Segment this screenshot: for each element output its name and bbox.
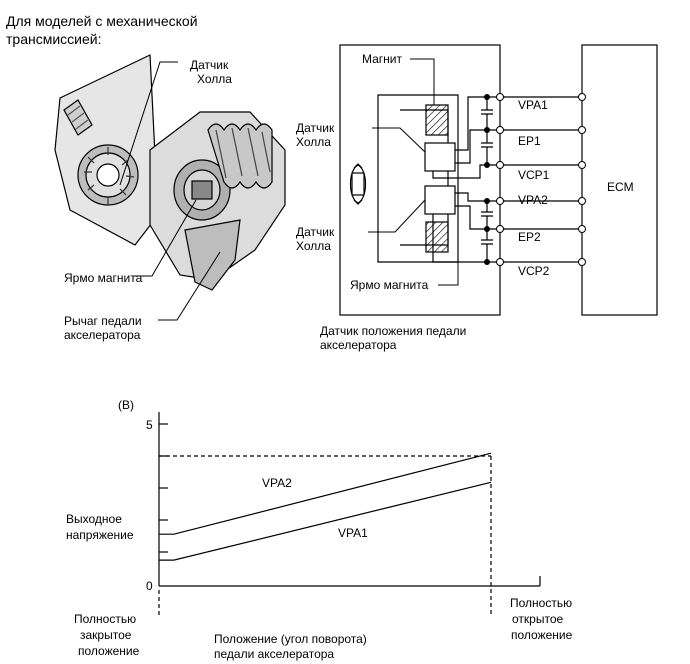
leader-hall-upper [372,127,426,153]
pedal-lever-shape [184,219,241,291]
x-end-label-3: положение [511,628,573,642]
x-start-label-2: закрытое [80,628,132,642]
label-hall-sensor-1: Датчик [190,58,229,72]
series-label-vpa2: VPA2 [262,476,292,490]
y-tick-label-5: 5 [146,418,153,432]
label-hall-upper-1: Датчик [296,121,335,135]
x-end-label-2: открытое [512,612,564,626]
x-axis-label-2: педали акселератора [214,647,335,661]
spring-icon [207,123,273,189]
x-start-label-3: положение [78,644,140,658]
heading-line-2: трансмиссией: [6,31,102,47]
terminal-vpa1: VPA1 [518,98,548,112]
magnet-lower [425,221,449,253]
label-magnet-yoke: Ярмо магнита [64,271,143,285]
y-axis-label-2: напряжение [66,528,134,542]
terminal-vcp2: VCP2 [518,264,550,278]
label-hall-lower-2: Холла [296,239,331,253]
label-magnet: Магнит [362,52,403,66]
ecm-label: ECM [607,180,634,194]
terminal-ep2: EP2 [518,230,541,244]
leader-magnet-yoke [133,199,197,277]
label-hall-lower-1: Датчик [296,225,335,239]
series-line-vpa1 [159,481,492,561]
label-hall-upper-2: Холла [296,135,331,149]
hall-element-1 [424,142,456,172]
terminal-vcp1: VCP1 [518,168,550,182]
label-pedal-lever-1: Рычаг педали [64,314,142,328]
label-hall-sensor-2: Холла [197,72,232,86]
circuit-caption-1: Датчик положения педали [320,324,467,338]
label-magnet-yoke-circuit: Ярмо магнита [350,278,429,292]
heading-line-1: Для моделей с механической [6,13,198,29]
y-axis-label-1: Выходное [66,512,122,526]
series-line-vpa2 [159,452,492,535]
leader-pedal-lever [158,251,221,321]
graph-panel-label: (B) [118,398,134,412]
magnet-upper [425,104,449,136]
ecm-box [581,44,658,316]
terminal-ep1: EP1 [518,134,541,148]
circuit-caption-2: акселератора [320,338,397,352]
leader-magnet [410,58,435,105]
series-label-vpa1: VPA1 [338,526,368,540]
sensor-box [339,44,501,316]
leader-hall-sensor [119,61,178,186]
label-pedal-lever-2: акселератора [64,328,141,342]
terminal-vpa2: VPA2 [518,193,548,207]
y-tick-label-0: 0 [146,579,153,593]
leader-hall-lower [368,199,426,233]
x-end-label-1: Полностью [510,596,573,610]
x-start-label-1: Полностью [74,612,137,626]
leader-magnet-yoke-circuit [438,262,459,286]
x-axis-label-1: Положение (угол поворота) [214,632,367,646]
